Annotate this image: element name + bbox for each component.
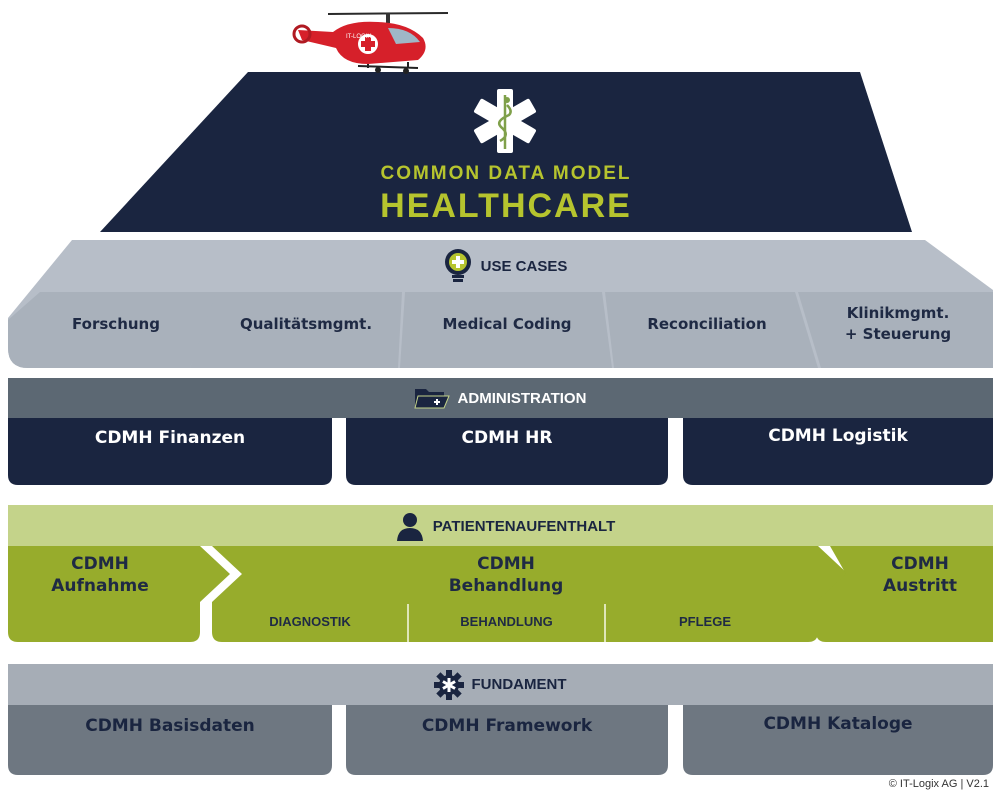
use-case-reconciliation: Reconciliation [647,315,767,333]
folder-icon [413,389,450,409]
patient-box-behandlung [212,546,848,642]
patient-label: PATIENTENAUFENTHALT [432,517,616,535]
top-title-line1: COMMON DATA MODEL [380,163,632,184]
admin-logistik-label: CDMH Logistik [768,426,908,446]
use-case-qualitaetsmgmt: Qualitätsmgmt. [239,315,373,333]
administration-title: ADMINISTRATION [380,380,620,416]
use-case-forschung: Forschung [72,315,160,333]
fundament-basisdaten-label: CDMH Basisdaten [85,716,255,736]
person-icon [396,513,423,541]
admin-hr-label: CDMH HR [461,428,553,448]
fundament-box-kataloge [683,705,993,775]
use-cases-title: USE CASES [400,246,610,286]
copyright-text: © IT-Logix AG | V2.1 [888,778,989,790]
patient-title: PATIENTENAUFENTHALT [360,507,650,545]
admin-box-finanzen [8,418,332,485]
use-cases-label: USE CASES [480,257,568,275]
fundament-box-framework [346,705,668,775]
helicopter-label: IT-LOGIX [346,34,371,40]
fundament-box-basisdaten [8,705,332,775]
gear-icon [433,669,464,700]
aufnahme-label: CDMH Aufnahme [51,554,149,596]
behandlung-label: CDMH Behandlung [448,554,564,596]
admin-box-logistik [683,418,993,485]
lightbulb-icon [444,249,471,282]
patient-box-aufnahme [8,546,230,642]
sub-pflege: PFLEGE [678,614,731,629]
fundament-title: FUNDAMENT [400,666,600,703]
use-case-medical-coding: Medical Coding [442,315,572,333]
sub-behandlung: BEHANDLUNG [460,614,553,629]
patient-band [8,505,993,546]
helicopter-icon: IT-LOGIX [292,12,449,74]
use-case-klinikmgmt: Klinikmgmt. + Steuerung [844,304,952,343]
patient-box-austritt [816,546,993,642]
top-title-line2: HEALTHCARE [380,187,632,225]
fundament-label: FUNDAMENT [471,676,567,693]
sub-diagnostik: DIAGNOSTIK [269,614,351,629]
austritt-label: CDMH Austritt [883,554,957,596]
use-case-tiles [8,292,993,368]
admin-box-hr [346,418,668,485]
administration-label: ADMINISTRATION [457,389,587,407]
fundament-framework-label: CDMH Framework [421,716,593,736]
fundament-band [8,664,993,705]
fundament-kataloge-label: CDMH Kataloge [763,714,913,734]
administration-band [8,378,993,418]
admin-finanzen-label: CDMH Finanzen [94,428,246,448]
star-of-life-icon [474,89,536,153]
